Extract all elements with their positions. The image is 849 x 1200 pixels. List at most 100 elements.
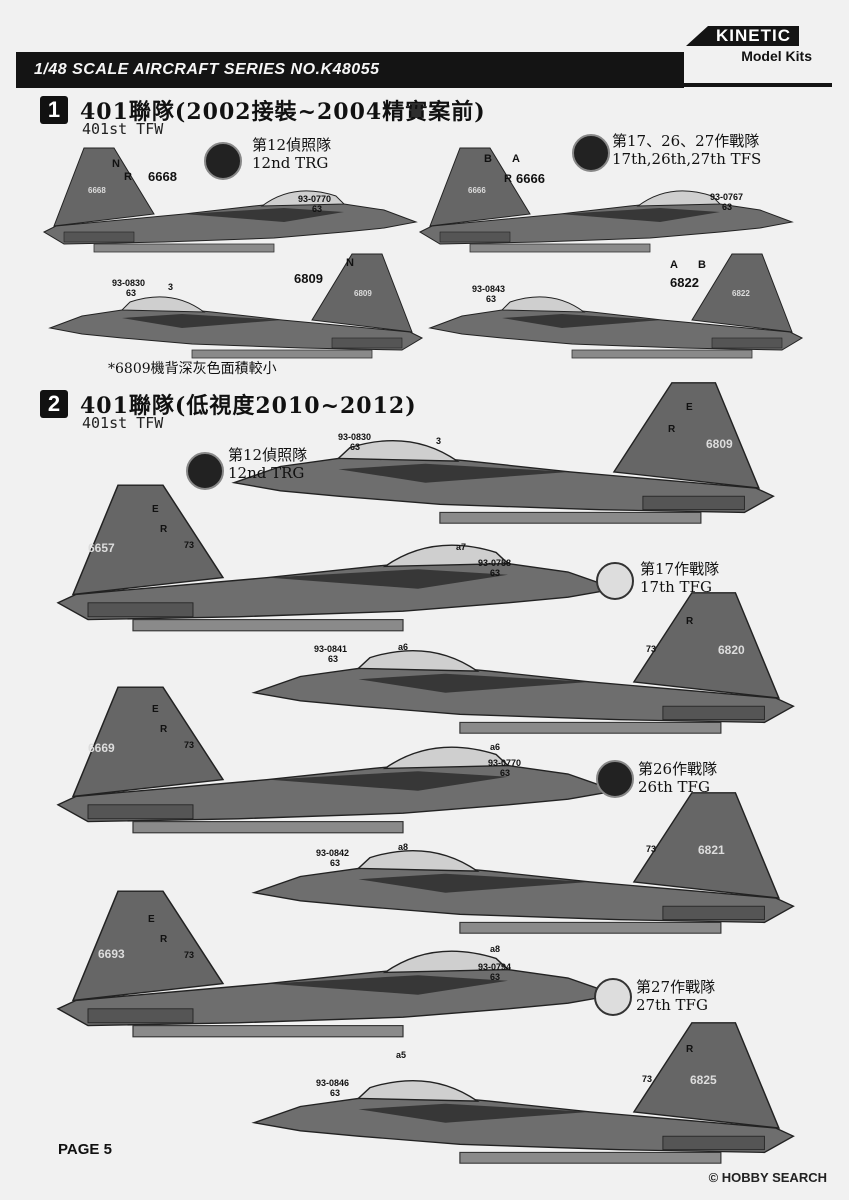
s2-6825-73: 73 [642,1074,652,1084]
unit-17tfg-zh: 第17作戰隊 [640,560,720,578]
s1-letter-r2: R [504,173,512,185]
s2-serial-0758: 93-0758 [478,558,511,568]
section2-unit-27tfg: 第27作戰隊 27th TFG [636,978,715,1014]
s1-fin-6809: 6809 [354,289,372,298]
s2-6809-3: 3 [436,436,441,446]
section2-unit-12trg: 第12偵照隊 12nd TRG [228,446,307,482]
s2-6820-a6: a6 [490,742,500,752]
s2-6809-a7: a7 [456,542,466,552]
s1-tail-6809: 6809 [294,271,323,286]
s2-6657-73: 73 [184,540,194,550]
section2-subtitle: 401st TFW [82,414,164,432]
s1-serial-0830: 93-0830 [112,278,145,288]
section2-number: 2 [40,390,68,418]
12trg-badge-icon-2 [186,452,224,490]
section2-title: 401聯隊(低視度2010~2012) [80,393,417,419]
s2-6821-a8: a8 [490,944,500,954]
s1-letter-a2: A [670,259,678,271]
s2-6657-r: R [160,524,168,535]
section2-unit-26tfg: 第26作戰隊 26th TFG [638,760,717,796]
s1-letter-n2: N [346,257,354,269]
s2-sub-0758: 63 [490,568,500,578]
unit-b-zh: 第17、26、27作戰隊 [612,132,760,150]
12trg-badge-icon [204,142,242,180]
17tfg-badge-icon [596,562,634,600]
s2-tail-6669: 6669 [88,741,115,755]
s2-6821-73: 73 [646,844,656,854]
s1-fin-6668: 6668 [88,186,106,195]
s2-6669-73: 73 [184,740,194,750]
s2-sub-0830: 63 [350,442,360,452]
unit-12trg-en: 12nd TRG [228,464,305,482]
tfs-badge-icon [572,134,610,172]
s2-sub-0841: 63 [328,654,338,664]
section1-number: 1 [40,96,68,124]
s1-sub-0770: 63 [312,204,322,214]
jet-s1-6809 [49,253,423,359]
logo-brand: KINETIC [708,26,799,46]
s2-tail-6809: 6809 [706,437,733,451]
s2-serial-0841: 93-0841 [314,644,347,654]
s1-letter-n: N [112,158,120,170]
s1-fin-6666: 6666 [468,186,486,195]
s2-serial-0794: 93-0794 [478,962,511,972]
s2-tail-6693: 6693 [98,947,125,961]
s1-sub-0830: 63 [126,288,136,298]
s2-tail-6657: 6657 [88,541,115,555]
section1-unit-a: 第12偵照隊 12nd TRG [252,136,331,172]
s2-6657-e: E [152,504,159,515]
s1-letter-b: B [484,153,492,165]
s2-serial-0830: 93-0830 [338,432,371,442]
unit-26tfg-en: 26th TFG [638,778,710,796]
s1-letter-a: A [512,153,520,165]
section1-subtitle: 401st TFW [82,120,164,138]
s2-serial-0846: 93-0846 [316,1078,349,1088]
s2-6693-73: 73 [184,950,194,960]
unit-26tfg-zh: 第26作戰隊 [638,760,718,778]
s2-tail-6820: 6820 [718,643,745,657]
unit-27tfg-en: 27th TFG [636,996,708,1014]
page-number: PAGE 5 [58,1141,112,1158]
s2-6669-r: R [160,724,168,735]
unit-a-zh: 第12偵照隊 [252,136,332,154]
header-rule [684,83,832,87]
s2-6669-e: E [152,704,159,715]
section1-title: 401聯隊(2002接裝~2004精實案前) [80,99,486,125]
s1-letter-r: R [124,171,132,183]
s2-sub-0846: 63 [330,1088,340,1098]
jet-s1-6668 [43,147,417,253]
s2-6693-r: R [160,934,168,945]
unit-12trg-zh: 第12偵照隊 [228,446,308,464]
s2-6693-a5: a5 [396,1050,406,1060]
s2-6809-r: R [668,424,676,435]
s1-fin-6822: 6822 [732,289,750,298]
section1-note: *6809機背深灰色面積較小 [108,361,277,377]
s1-serial-0843: 93-0843 [472,284,505,294]
unit-b-en: 17th,26th,27th TFS [612,150,762,168]
s2-6669-a8: a8 [398,842,408,852]
jet-s1-6822 [429,253,803,359]
s2-sub-0842: 63 [330,858,340,868]
s2-6809-e: E [686,402,693,413]
s2-serial-0770: 93-0770 [488,758,521,768]
s2-tail-6825: 6825 [690,1073,717,1087]
logo-wedge [686,26,708,46]
kinetic-logo: KINETIC Model Kits [686,26,818,72]
s2-6825-r: R [686,1044,694,1055]
s2-6820-73: 73 [646,644,656,654]
section1-unit-b: 第17、26、27作戰隊 17th,26th,27th TFS [612,132,761,168]
s2-6693-e: E [148,914,155,925]
s1-letter-b2: B [698,259,706,271]
s2-sub-0770: 63 [500,768,510,778]
s1-serial-0770: 93-0770 [298,194,331,204]
unit-27tfg-zh: 第27作戰隊 [636,978,716,996]
s2-sub-0794: 63 [490,972,500,982]
unit-17tfg-en: 17th TFG [640,578,712,596]
s1-mark-3: 3 [168,282,173,292]
s2-6820-r: R [686,616,694,627]
unit-a-en: 12nd TRG [252,154,329,172]
26tfg-badge-icon [596,760,634,798]
logo-sub: Model Kits [741,48,812,64]
